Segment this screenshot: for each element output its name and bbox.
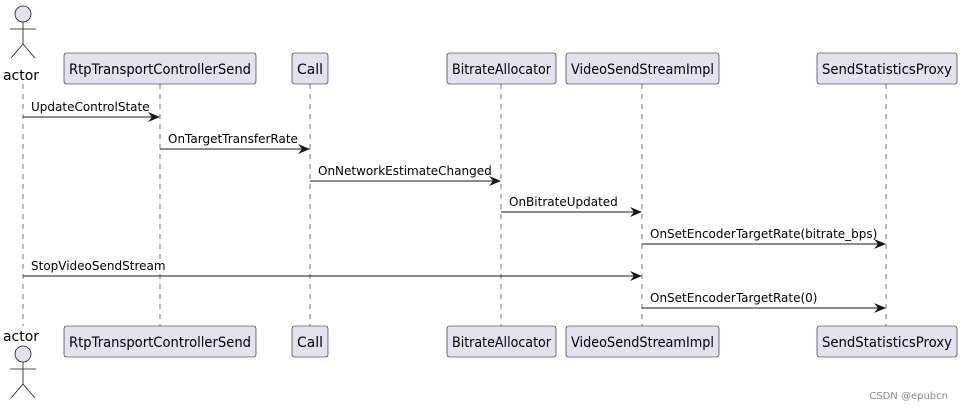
participant-label: SendStatisticsProxy <box>822 335 952 351</box>
participant-box <box>565 325 720 358</box>
participant-box <box>63 325 257 358</box>
participant-vssi-bottom: VideoSendStreamImpl <box>565 325 720 358</box>
participant-box <box>816 325 958 358</box>
message-5: OnSetEncoderTargetRate(bitrate_bps) <box>642 227 886 249</box>
participant-ssp-bottom: SendStatisticsProxy <box>816 325 958 358</box>
participant-label: BitrateAllocator <box>452 335 551 351</box>
participant-call-top: Call <box>291 52 329 85</box>
actor-left-leg-icon <box>10 43 24 59</box>
message-4: OnBitrateUpdated <box>501 195 642 217</box>
actor-label: actor <box>3 68 39 84</box>
participant-rtp-bottom: RtpTransportControllerSend <box>63 325 257 358</box>
participants-bottom: actor RtpTransportControllerSend Call Bitra… <box>3 325 958 399</box>
message-3: OnNetworkEstimateChanged <box>310 164 501 186</box>
participant-bitrate-bottom: BitrateAllocator <box>446 325 557 358</box>
messages: UpdateControlStateOnTargetTransferRateOn… <box>23 100 886 313</box>
message-label: OnBitrateUpdated <box>509 195 618 209</box>
participants-top: actor RtpTransportControllerSend Call Bitra… <box>3 5 958 85</box>
lifelines <box>22 84 887 326</box>
participant-label: RtpTransportControllerSend <box>69 62 251 78</box>
participant-call-bottom: Call <box>291 325 329 358</box>
participant-label: Call <box>297 335 323 351</box>
participant-box <box>446 325 557 358</box>
message-label: StopVideoSendStream <box>31 259 166 273</box>
participant-box <box>816 52 958 85</box>
participant-label: BitrateAllocator <box>452 62 551 78</box>
message-label: OnSetEncoderTargetRate(0) <box>650 291 817 305</box>
participant-bitrate-top: BitrateAllocator <box>446 52 557 85</box>
participant-ssp-top: SendStatisticsProxy <box>816 52 958 85</box>
participant-label: VideoSendStreamImpl <box>571 62 714 78</box>
message-label: UpdateControlState <box>31 100 150 114</box>
message-6: StopVideoSendStream <box>23 259 642 281</box>
participant-box <box>565 52 720 85</box>
actor-right-leg-icon <box>22 43 36 59</box>
message-label: OnSetEncoderTargetRate(bitrate_bps) <box>650 227 877 241</box>
actor-head-icon <box>14 5 32 23</box>
participant-box <box>291 325 329 358</box>
participant-box <box>291 52 329 85</box>
actor-head-icon <box>14 345 32 363</box>
actor-top: actor <box>3 5 39 84</box>
message-label: OnNetworkEstimateChanged <box>318 164 492 178</box>
message-2: OnTargetTransferRate <box>160 132 310 154</box>
participant-box <box>446 52 557 85</box>
watermark: CSDN @epubcn <box>869 391 948 402</box>
participant-vssi-top: VideoSendStreamImpl <box>565 52 720 85</box>
participant-box <box>63 52 257 85</box>
actor-label: actor <box>3 329 39 345</box>
participant-label: VideoSendStreamImpl <box>571 335 714 351</box>
participant-label: RtpTransportControllerSend <box>69 335 251 351</box>
message-1: UpdateControlState <box>23 100 160 122</box>
actor-bottom: actor <box>3 329 39 399</box>
participant-label: Call <box>297 62 323 78</box>
message-7: OnSetEncoderTargetRate(0) <box>642 291 886 313</box>
participant-label: SendStatisticsProxy <box>822 62 952 78</box>
participant-rtp-top: RtpTransportControllerSend <box>63 52 257 85</box>
message-label: OnTargetTransferRate <box>168 132 298 146</box>
actor-right-leg-icon <box>22 383 36 399</box>
actor-left-leg-icon <box>10 383 24 399</box>
